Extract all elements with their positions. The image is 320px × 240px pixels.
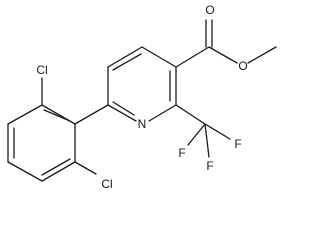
dichlorophenyl-ring [7, 77, 109, 182]
chlorine-top-label: Cl [36, 63, 47, 77]
bond-oxygen-methyl [247, 46, 277, 64]
bond-c6-phenyl [74, 104, 109, 125]
bond-ring-c4-c3 [141, 46, 177, 68]
trifluoromethyl-group [175, 104, 231, 158]
bond-cf3-f-bottom [204, 123, 210, 158]
bond-ph-2-3 [7, 104, 43, 125]
bond-ring-c4-c5-inner [112, 53, 142, 71]
bond-ph-5-6 [41, 161, 76, 182]
bond-c3-carbonyl [175, 46, 210, 68]
structure-diagram: Cl Cl N O O F F F [7, 3, 277, 191]
bond-cf3-f-left [187, 123, 206, 146]
bond-ph-4-5 [7, 161, 43, 182]
bond-ring-c4-c5 [107, 46, 143, 68]
bond-ph-1-2-inner [43, 109, 71, 122]
carbonyl-oxygen-label: O [205, 3, 214, 17]
bond-ring-c2-n [148, 104, 177, 122]
bond-ph-5-6-inner [41, 158, 71, 176]
bond-ring-n-c6 [107, 104, 137, 122]
pyridine-ring [107, 46, 177, 122]
chlorine-bottom-label: Cl [101, 177, 112, 191]
nitrogen-label: N [138, 117, 147, 131]
ester-group [175, 19, 277, 68]
bond-c2-cf3 [175, 104, 206, 125]
fluorine-bottom-label: F [206, 159, 213, 173]
fluorine-left-label: F [178, 146, 185, 160]
ester-oxygen-label: O [238, 59, 247, 73]
bond-carbonyl-oxygen [208, 46, 238, 64]
bond-cf3-f-right [204, 123, 231, 140]
bond-ph-cl-bottom [74, 161, 97, 175]
fluorine-right-label: F [234, 137, 241, 151]
bond-ring-n-c6-inner [112, 101, 135, 116]
